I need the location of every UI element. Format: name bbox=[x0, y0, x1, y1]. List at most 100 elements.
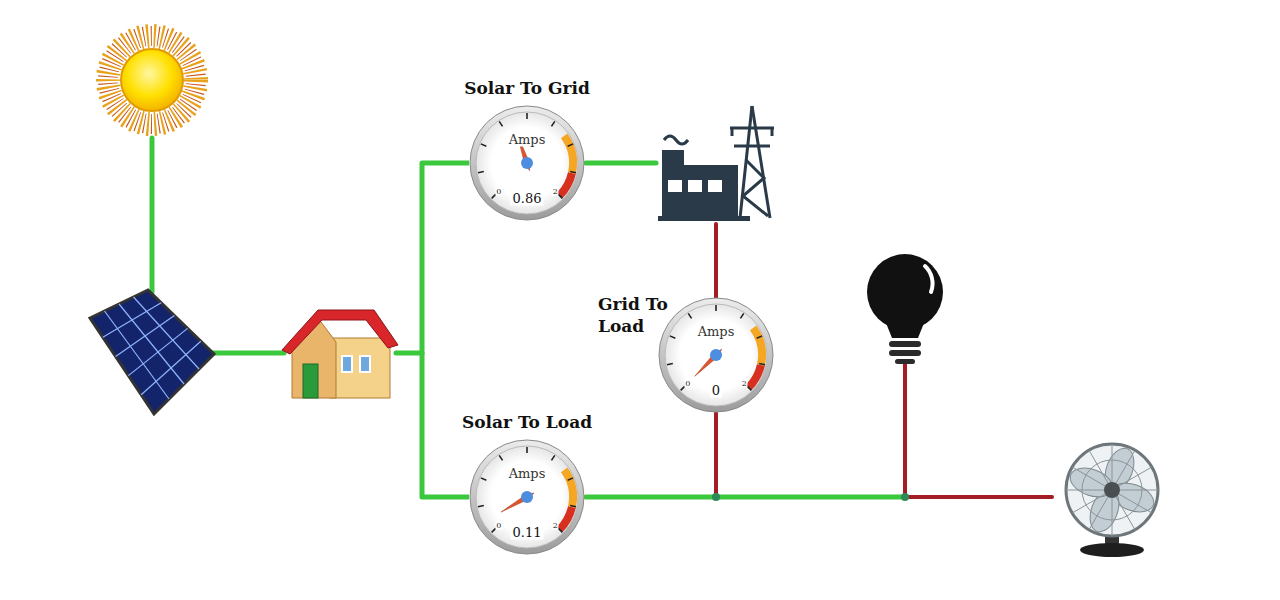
ammeter-gauge: Solar To GridAmps020.86 bbox=[469, 105, 585, 221]
scale-min-label: 0 bbox=[684, 379, 691, 388]
ammeter-gauge: Solar To LoadAmps020.11 bbox=[469, 439, 585, 555]
sun-wire bbox=[150, 138, 155, 292]
fan-icon bbox=[1066, 444, 1158, 557]
tick-mark bbox=[481, 144, 487, 146]
reading-value: 0.86 bbox=[511, 191, 544, 206]
bulb-highlight bbox=[925, 266, 933, 292]
danger-band bbox=[557, 172, 576, 198]
needle-hub bbox=[710, 349, 722, 361]
bulb-base bbox=[889, 341, 921, 347]
panel-body bbox=[90, 290, 214, 414]
tick-mark bbox=[570, 506, 576, 507]
smoke bbox=[664, 136, 688, 144]
danger-band bbox=[746, 364, 765, 390]
unit-label: Amps bbox=[696, 324, 737, 339]
panel-wire bbox=[212, 351, 284, 356]
tick-mark bbox=[570, 172, 576, 173]
house-window bbox=[342, 356, 352, 372]
tick-mark bbox=[688, 313, 691, 318]
bulb-base bbox=[895, 359, 915, 364]
unit-label: Amps bbox=[507, 466, 548, 481]
warning-band bbox=[561, 134, 577, 174]
fan-base bbox=[1080, 543, 1144, 557]
tick-mark bbox=[568, 144, 574, 146]
solar-panel-icon bbox=[90, 290, 214, 414]
danger-band bbox=[557, 506, 576, 532]
tick-mark bbox=[740, 313, 743, 318]
warning-band bbox=[561, 468, 577, 508]
pylon bbox=[730, 106, 774, 218]
factory-body bbox=[662, 150, 738, 218]
tick-mark bbox=[759, 364, 765, 365]
house-front bbox=[292, 318, 336, 398]
bulb-wire bbox=[903, 362, 907, 497]
gauge-rim bbox=[470, 440, 584, 554]
warning-band bbox=[750, 326, 766, 366]
scale-max-label: 2 bbox=[552, 521, 559, 530]
tick-mark bbox=[499, 121, 502, 126]
factory-window bbox=[688, 180, 702, 192]
gauge-face bbox=[476, 446, 578, 548]
house-icon bbox=[282, 310, 398, 398]
tick-mark bbox=[568, 478, 574, 480]
junction-dot bbox=[901, 493, 909, 501]
scale-min-label: 0 bbox=[495, 521, 502, 530]
fan-guard bbox=[1066, 444, 1158, 536]
panel-grid bbox=[103, 297, 201, 399]
gauge-title: Solar To Load bbox=[462, 412, 592, 432]
house-window bbox=[360, 356, 370, 372]
tick-mark bbox=[551, 455, 554, 460]
gauge-title: Grid To Load bbox=[598, 293, 678, 337]
power-plant-icon bbox=[658, 106, 774, 221]
fan-blades bbox=[1066, 444, 1158, 536]
reading-value: 0 bbox=[710, 383, 722, 398]
scale-max-label: 2 bbox=[552, 187, 559, 196]
tick-mark bbox=[667, 364, 673, 365]
grid-supply-wire bbox=[714, 413, 718, 497]
house-wall bbox=[330, 338, 390, 398]
tick-mark bbox=[551, 121, 554, 126]
gauge-rim bbox=[470, 106, 584, 220]
factory-base bbox=[658, 216, 750, 221]
sun-rays bbox=[108, 36, 196, 124]
wires bbox=[152, 138, 1052, 501]
gauge-title: Solar To Grid bbox=[464, 78, 590, 98]
tick-mark bbox=[478, 172, 484, 173]
wire-bracket bbox=[422, 163, 469, 497]
tick-mark bbox=[478, 506, 484, 507]
ammeter-gauge: Grid To LoadAmps020 bbox=[658, 297, 774, 413]
junction-dot bbox=[712, 493, 720, 501]
light-bulb-icon bbox=[867, 254, 943, 364]
needle-hub bbox=[521, 157, 533, 169]
needle-hub bbox=[521, 491, 533, 503]
tick-mark bbox=[481, 478, 487, 480]
gauge-rim bbox=[659, 298, 773, 412]
tick-mark bbox=[526, 447, 528, 453]
unit-label: Amps bbox=[507, 132, 548, 147]
load-wire bbox=[586, 495, 905, 500]
bulb-neck bbox=[884, 318, 926, 338]
house-wire bbox=[396, 351, 422, 356]
tick-mark bbox=[670, 336, 676, 338]
gauge-needle bbox=[500, 491, 535, 514]
house-door bbox=[303, 364, 318, 398]
fan-guard-wires bbox=[1066, 444, 1158, 536]
tick-mark bbox=[715, 305, 717, 311]
sun-icon bbox=[108, 36, 196, 124]
bulb-base bbox=[889, 350, 921, 356]
gauge-face bbox=[476, 112, 578, 214]
factory-window bbox=[708, 180, 722, 192]
house-roof bbox=[282, 310, 398, 354]
sun-rays bbox=[108, 36, 196, 124]
scale-max-label: 2 bbox=[741, 379, 748, 388]
tick-mark bbox=[499, 455, 502, 460]
tick-mark bbox=[757, 336, 763, 338]
fan-hub bbox=[1104, 482, 1120, 498]
gauge-needle bbox=[693, 348, 723, 378]
tick-mark bbox=[526, 113, 528, 119]
grid-supply-wire bbox=[714, 224, 718, 298]
factory-window bbox=[668, 180, 682, 192]
gauge-face bbox=[665, 304, 767, 406]
scale-min-label: 0 bbox=[495, 187, 502, 196]
